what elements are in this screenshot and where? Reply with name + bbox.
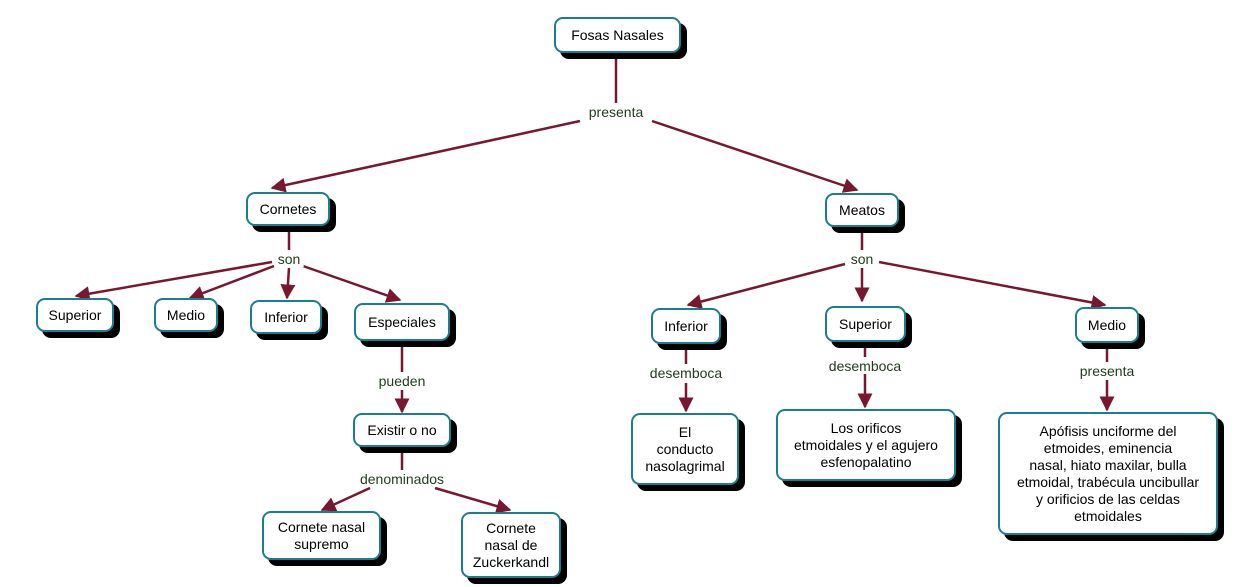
link-pueden: pueden: [375, 373, 429, 389]
node-cornete-zuckerkandl[interactable]: Cornete nasal de Zuckerkandl: [461, 512, 561, 578]
edge-denominados-zuckerkandl: [434, 486, 512, 514]
link-desemboca-inferior: desemboca: [646, 365, 726, 381]
node-fosas-nasales[interactable]: Fosas Nasales: [554, 17, 681, 53]
node-inferior-meato[interactable]: Inferior: [651, 308, 721, 344]
edge-son-medio: [188, 264, 275, 301]
edge-denominados-supremo: [320, 486, 371, 512]
node-inferior-cornete[interactable]: Inferior: [250, 300, 322, 334]
node-orificios-etmoidales[interactable]: Los orificos etmoidales y el agujero esf…: [776, 409, 956, 481]
node-medio-cornete[interactable]: Medio: [154, 298, 218, 332]
link-presenta-medio: presenta: [1076, 363, 1138, 379]
edge-presenta-cornetes: [270, 119, 581, 193]
node-apofisis-unciforme[interactable]: Apófisis unciforme del etmoides, eminenc…: [998, 412, 1218, 535]
link-desemboca-superior: desemboca: [825, 358, 905, 374]
edge-son-inferior: [280, 267, 296, 300]
link-son-meatos: son: [847, 251, 877, 267]
link-denominados: denominados: [356, 471, 448, 487]
link-son-cornetes: son: [274, 251, 304, 267]
node-medio-meato[interactable]: Medio: [1075, 307, 1139, 343]
edge-son-especiales: [302, 264, 402, 303]
edge-presenta-meatos: [651, 119, 859, 193]
node-superior-meato[interactable]: Superior: [825, 306, 906, 342]
edge-son-medio-m: [878, 260, 1107, 310]
node-existir-o-no[interactable]: Existir o no: [353, 413, 451, 447]
node-meatos[interactable]: Meatos: [825, 193, 899, 227]
node-cornetes[interactable]: Cornetes: [246, 192, 330, 226]
edge-son-inferior-m: [686, 262, 846, 309]
link-presenta-top: presenta: [585, 104, 647, 120]
node-cornete-supremo[interactable]: Cornete nasal supremo: [262, 511, 381, 560]
node-superior-cornete[interactable]: Superior: [36, 298, 114, 332]
edge-son-superior: [74, 260, 273, 302]
node-conducto-nasolagrimal[interactable]: El conducto nasolagrimal: [631, 413, 739, 485]
node-especiales[interactable]: Especiales: [354, 303, 450, 341]
